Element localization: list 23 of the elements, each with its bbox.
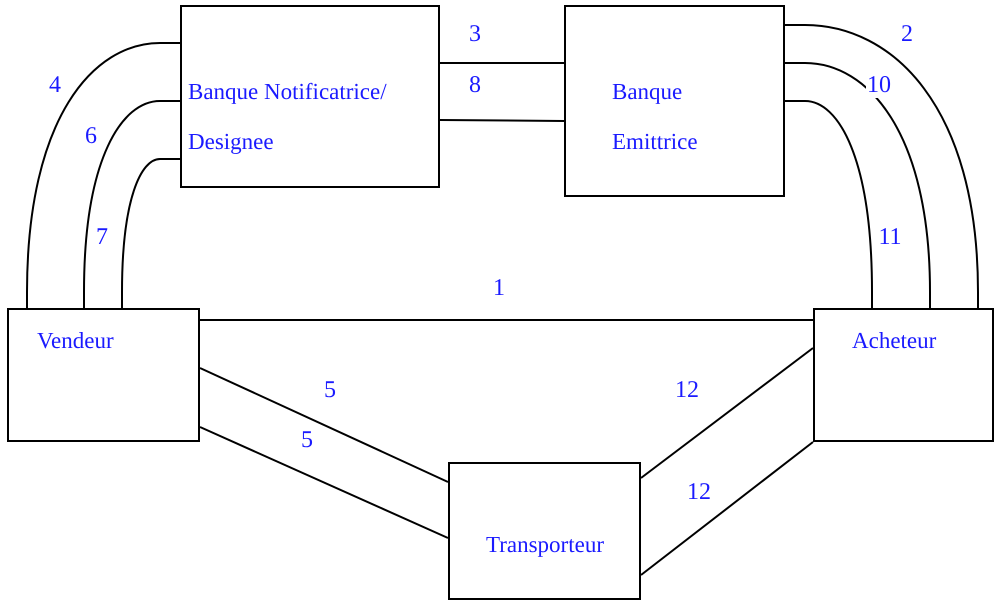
process-box <box>7 308 200 442</box>
process-box <box>813 308 994 442</box>
connector-line <box>785 62 931 308</box>
connector-line <box>121 158 180 308</box>
connector-line <box>83 100 180 308</box>
connector-line <box>640 441 814 576</box>
node-label: Banque Notificatrice/ Designee <box>188 78 388 156</box>
connector-line <box>200 426 448 539</box>
connector-line <box>200 319 813 321</box>
connector-line <box>200 367 448 483</box>
node-label: Vendeur <box>37 327 115 355</box>
connector-line <box>440 62 564 64</box>
connector-line <box>26 42 180 308</box>
node-label: Banque Emittrice <box>612 78 699 156</box>
connector-line <box>785 24 979 308</box>
connector-line <box>640 347 814 479</box>
node-label: Acheteur <box>852 327 938 355</box>
node-label: Transporteur <box>485 531 605 559</box>
process-box <box>564 5 785 197</box>
process-box <box>448 462 641 600</box>
connector-line <box>440 119 564 122</box>
connector-line <box>785 100 873 308</box>
process-box <box>180 5 440 188</box>
